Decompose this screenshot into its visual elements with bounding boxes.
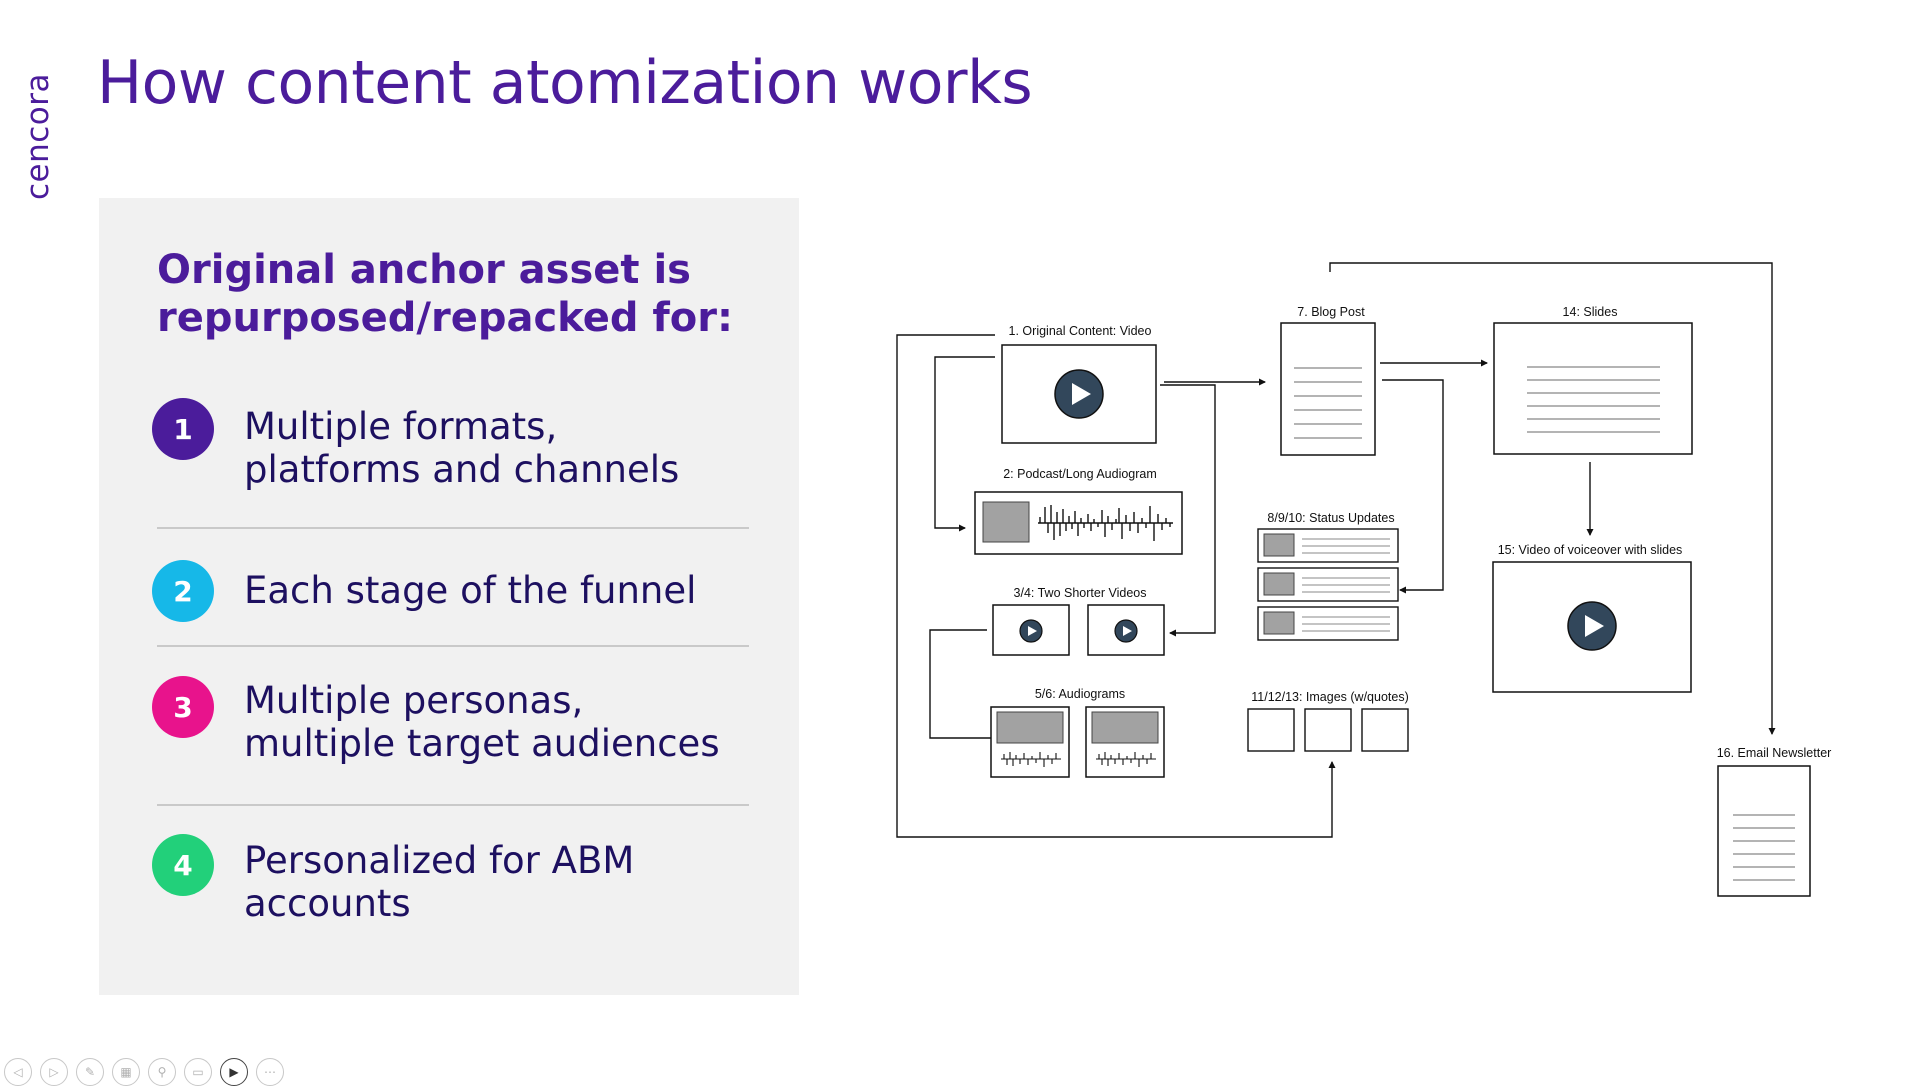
waveform-icon [1001,752,1061,767]
label-images: 11/12/13: Images (w/quotes) [1251,690,1409,704]
arrow-left-icon: ◁ [13,1065,23,1079]
newsletter-box [1717,765,1811,897]
play-icon [1567,601,1617,651]
slide-title: How content atomization works [97,48,1033,118]
see-all-slides-button[interactable]: ▦ [112,1058,140,1086]
play-icon [1054,369,1104,419]
label-email-newsletter: 16. Email Newsletter [1717,746,1832,760]
label-original-content: 1. Original Content: Video [1009,324,1152,338]
camera-icon: ▶ [229,1065,239,1079]
slides-box [1493,322,1693,455]
text-lines [1294,367,1362,439]
audiogram-thumbnail [1091,711,1159,744]
label-podcast: 2: Podcast/Long Audiogram [1003,467,1157,481]
divider [157,527,749,529]
number-badge: 3 [152,676,214,738]
next-slide-button[interactable]: ▷ [40,1058,68,1086]
more-options-button[interactable]: ⋯ [256,1058,284,1086]
presentation-toolbar: ◁ ▷ ✎ ▦ ⚲ ▭ ▶ ⋯ [4,1058,284,1086]
waveform-icon [1038,505,1173,541]
play-icon [1114,619,1138,643]
slides-icon: ▦ [120,1065,132,1079]
list-item-text: Multiple personas, multiple target audie… [244,679,720,765]
arrow-right-icon: ▷ [49,1065,59,1079]
pen-button[interactable]: ✎ [76,1058,104,1086]
pen-icon: ✎ [84,1065,96,1079]
previous-slide-button[interactable]: ◁ [4,1058,32,1086]
audiogram-thumbnail [996,711,1064,744]
divider [157,804,749,806]
subtitles-icon: ▭ [192,1065,204,1079]
play-icon [1019,619,1043,643]
cencora-logo: cencora [20,72,56,200]
waveform-icon [1096,752,1156,767]
panel-heading: Original anchor asset is repurposed/repa… [157,247,733,341]
text-lines [1733,814,1795,881]
atomization-diagram: 1. Original Content: Video 2: Podcast/Lo… [896,262,1832,897]
magnifier-icon: ⚲ [157,1065,167,1079]
subtitles-button[interactable]: ▭ [184,1058,212,1086]
number-badge: 1 [152,398,214,460]
more-icon: ⋯ [264,1065,276,1079]
list-item-text: Each stage of the funnel [244,569,697,612]
connector-lines [896,262,1776,838]
label-audiograms: 5/6: Audiograms [1035,687,1125,701]
podcast-thumbnail [982,501,1030,543]
label-voiceover-video: 15: Video of voiceover with slides [1498,543,1683,557]
zoom-button[interactable]: ⚲ [148,1058,176,1086]
label-status-updates: 8/9/10: Status Updates [1267,511,1394,525]
text-lines [1527,366,1660,433]
number-badge: 2 [152,560,214,622]
label-blog-post: 7. Blog Post [1297,305,1365,319]
number-badge: 4 [152,834,214,896]
image-box [1361,708,1409,752]
label-two-shorter-videos: 3/4: Two Shorter Videos [1014,586,1147,600]
divider [157,645,749,647]
status-update-cards [1257,528,1399,641]
camera-button[interactable]: ▶ [220,1058,248,1086]
image-box [1304,708,1352,752]
label-slides: 14: Slides [1563,305,1618,319]
list-item-text: Personalized for ABM accounts [244,839,635,925]
info-panel: Original anchor asset is repurposed/repa… [99,198,799,995]
list-item-text: Multiple formats, platforms and channels [244,405,680,491]
blog-post-box [1280,322,1376,456]
image-box [1247,708,1295,752]
